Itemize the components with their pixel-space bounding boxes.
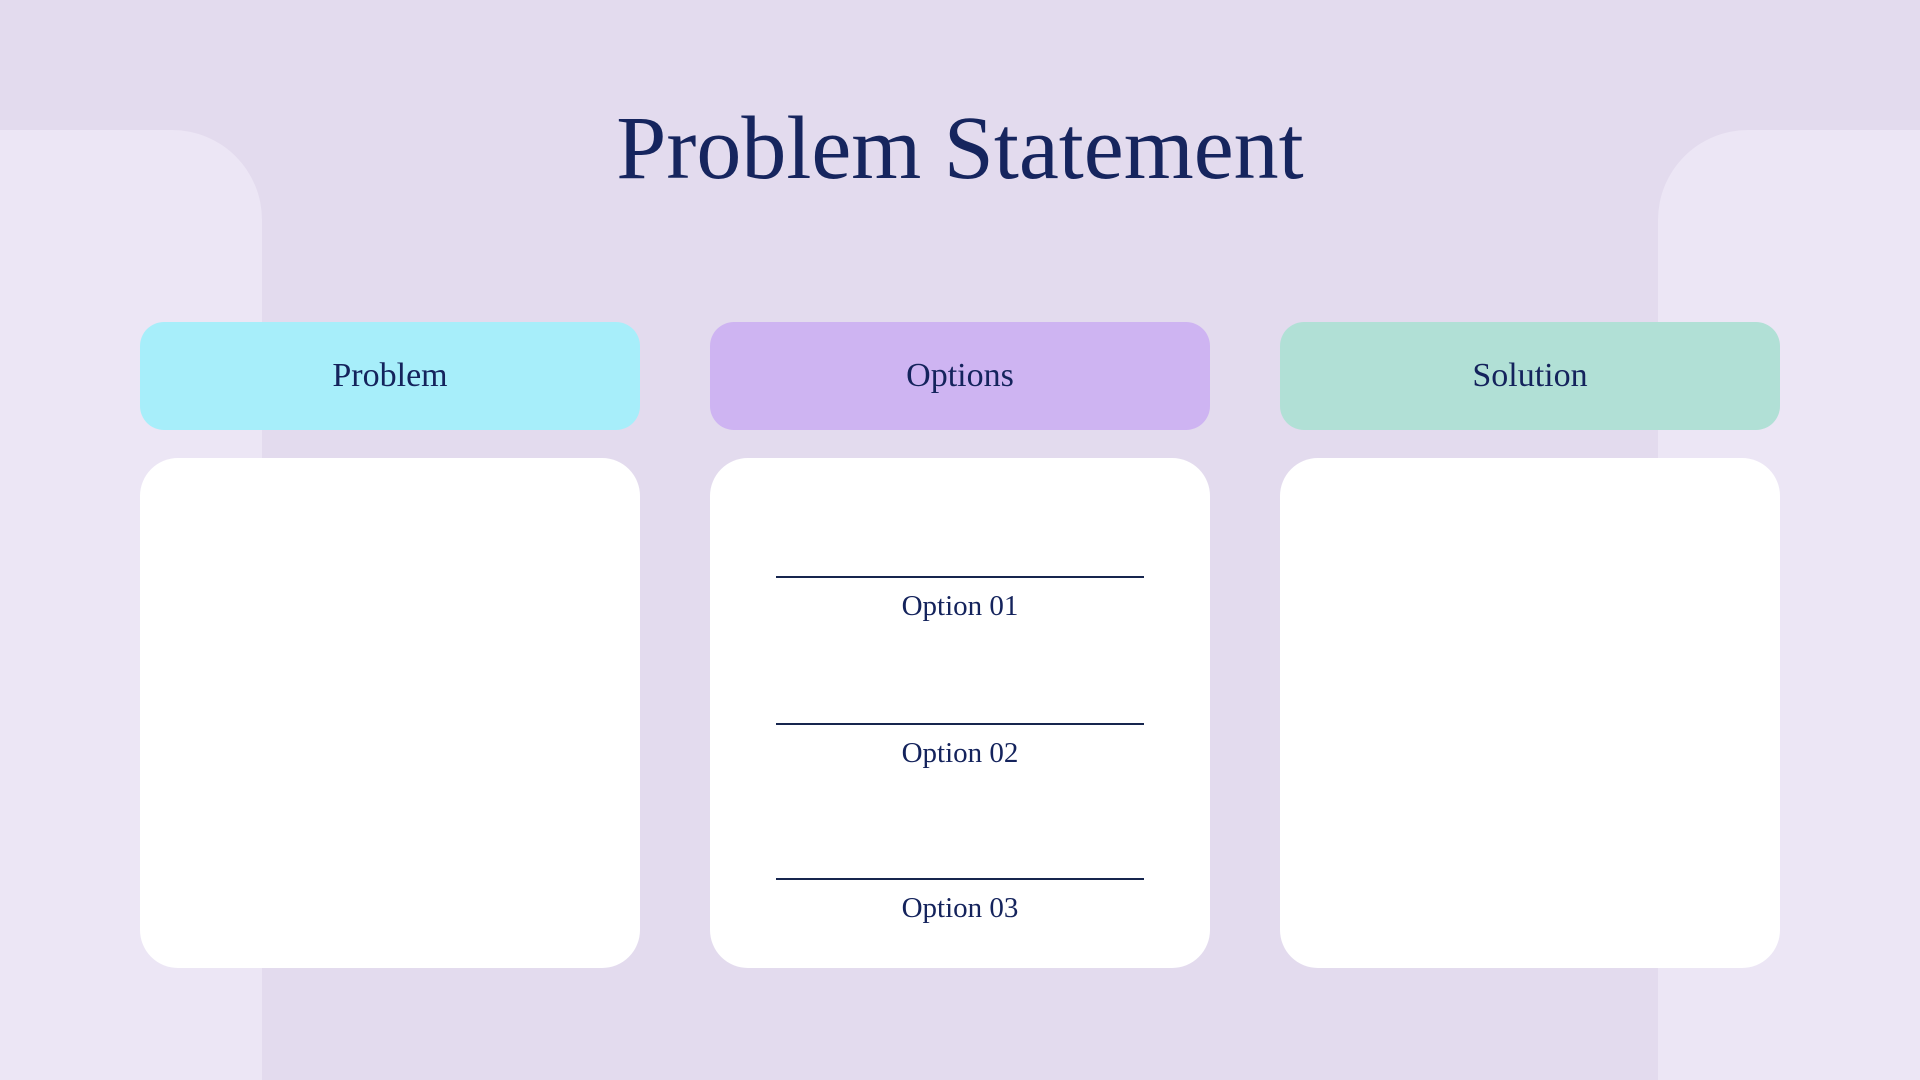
columns-container: Problem Options Option 01 Option 02 Op bbox=[140, 322, 1780, 968]
problem-card bbox=[140, 458, 640, 968]
options-card: Option 01 Option 02 Option 03 bbox=[710, 458, 1210, 968]
option-item-2: Option 02 bbox=[776, 723, 1144, 771]
option-label-2: Option 02 bbox=[901, 737, 1019, 769]
solution-header-pill: Solution bbox=[1280, 322, 1780, 430]
option-label-1: Option 01 bbox=[901, 590, 1019, 622]
column-options: Options Option 01 Option 02 Option 03 bbox=[710, 322, 1210, 968]
column-solution: Solution bbox=[1280, 322, 1780, 968]
option-divider-line bbox=[776, 878, 1144, 880]
column-problem: Problem bbox=[140, 322, 640, 968]
solution-header-label: Solution bbox=[1472, 357, 1588, 394]
page-title: Problem Statement bbox=[616, 99, 1304, 198]
problem-header-pill: Problem bbox=[140, 322, 640, 430]
options-header-pill: Options bbox=[710, 322, 1210, 430]
option-label-3: Option 03 bbox=[901, 892, 1019, 924]
solution-card bbox=[1280, 458, 1780, 968]
problem-header-label: Problem bbox=[332, 357, 448, 394]
options-header-label: Options bbox=[906, 357, 1014, 394]
option-item-1: Option 01 bbox=[776, 576, 1144, 624]
option-divider-line bbox=[776, 576, 1144, 578]
option-item-3: Option 03 bbox=[776, 878, 1144, 926]
option-divider-line bbox=[776, 723, 1144, 725]
